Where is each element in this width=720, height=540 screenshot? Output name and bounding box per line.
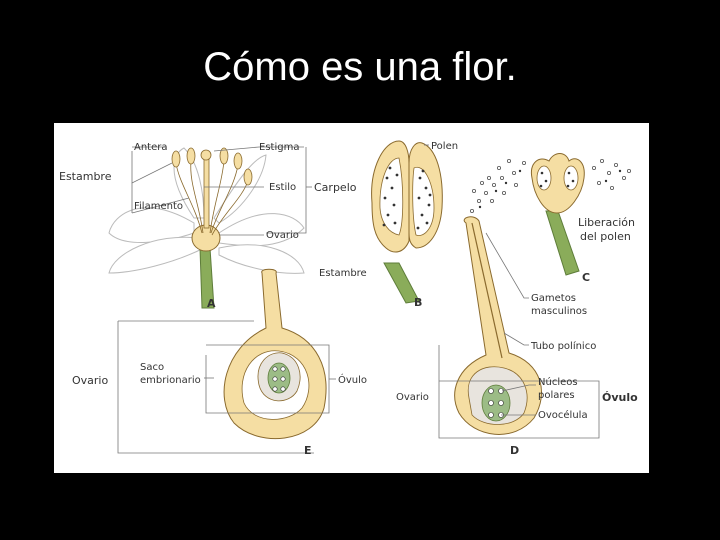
panel-label-d: D [510, 444, 519, 457]
stem-c [546, 211, 579, 275]
label-saco-1: Saco [140, 362, 164, 373]
open-sac-right [564, 166, 578, 190]
panel-label-b: B [414, 296, 422, 309]
flower-diagram-svg: Antera Estigma Estambre Estilo Carpelo F… [54, 123, 649, 473]
anther-2 [187, 148, 195, 164]
embryo-sac-e [268, 363, 290, 393]
leader-tubo [504, 333, 529, 345]
label-antera: Antera [134, 142, 168, 153]
petal-lower-left [109, 237, 204, 273]
label-ovario-e: Ovario [72, 374, 108, 387]
label-gametos-2: masculinos [531, 306, 587, 317]
anther-1 [172, 151, 180, 167]
panel-label-e: E [304, 444, 312, 457]
label-tubo: Tubo polínico [530, 340, 596, 352]
anther-4 [234, 153, 242, 169]
stigma-a [201, 150, 211, 160]
label-ovario-d: Ovario [396, 392, 429, 403]
open-sac-left [537, 166, 551, 190]
flower-diagram: Antera Estigma Estambre Estilo Carpelo F… [54, 123, 649, 473]
label-estilo: Estilo [269, 182, 296, 193]
panel-label-a: A [207, 297, 216, 310]
label-ovulo-d: Óvulo [602, 391, 638, 404]
label-estigma: Estigma [259, 142, 299, 153]
leader-estigma-link [214, 147, 259, 151]
panel-c-pollen-release: Liberación del polen C [465, 154, 635, 285]
filament-3 [210, 161, 224, 233]
label-estambre-a: Estambre [59, 170, 112, 183]
panel-b-anther: Polen Estambre B [319, 141, 458, 309]
label-gametos-1: Gametos [531, 293, 576, 304]
panel-d-fertilization: Gametos masculinos Tubo polínico Núcleos… [396, 217, 638, 457]
label-ovario-a: Ovario [266, 230, 299, 241]
style-a [204, 158, 209, 228]
petal-lower-right [219, 245, 304, 274]
label-saco-2: embrionario [140, 375, 201, 386]
leader-antera [132, 151, 172, 183]
label-nucleos-2: polares [538, 390, 575, 401]
label-ovocelula: Ovocélula [538, 409, 588, 421]
label-filamento: Filamento [134, 201, 183, 212]
label-ovulo-e: Óvulo [338, 373, 367, 386]
slide-title: Cómo es una flor. [0, 40, 720, 94]
anther-5 [244, 169, 252, 185]
label-polen: Polen [431, 141, 458, 152]
panel-label-c: C [582, 271, 590, 284]
label-carpelo: Carpelo [314, 181, 357, 194]
panel-a-flower: Antera Estigma Estambre Estilo Carpelo F… [59, 142, 357, 310]
label-liberacion-2: del polen [580, 230, 631, 243]
label-estambre-b: Estambre [319, 268, 367, 279]
panel-e-ovary: Saco embrionario Ovario Óvulo E [72, 269, 367, 457]
label-nucleos-1: Núcleos [538, 376, 578, 388]
label-liberacion-1: Liberación [578, 216, 635, 229]
